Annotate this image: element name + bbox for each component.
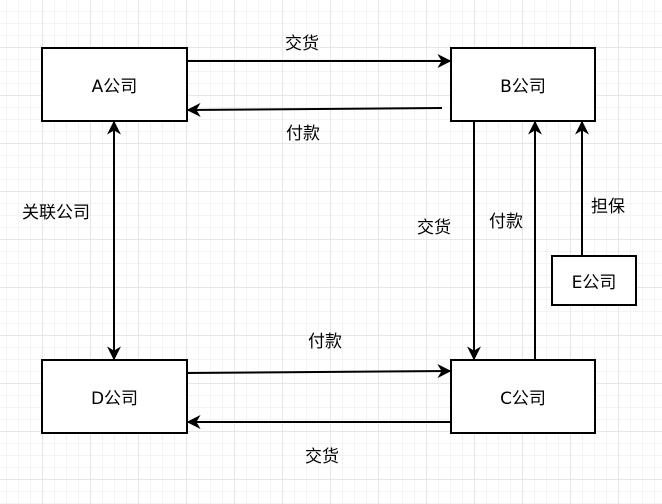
edge-label-c-to-b: 付款 <box>489 212 523 232</box>
node-a-label: A公司 <box>91 77 138 97</box>
edge-label-b-to-a: 付款 <box>286 124 320 144</box>
edge-label-d-to-c: 付款 <box>308 332 342 352</box>
edge-label-e-to-b: 担保 <box>591 197 625 217</box>
edge-label-a-d: 关联公司 <box>22 203 90 223</box>
edge-label-c-to-d: 交货 <box>305 447 339 467</box>
node-d-company[interactable]: D公司 <box>41 359 188 434</box>
node-c-label: C公司 <box>500 389 546 409</box>
node-b-company[interactable]: B公司 <box>450 47 596 122</box>
node-e-label: E公司 <box>571 273 617 293</box>
node-e-company[interactable]: E公司 <box>551 255 637 306</box>
node-b-label: B公司 <box>500 77 546 97</box>
node-d-label: D公司 <box>90 389 139 409</box>
edge-d-to-c[interactable] <box>186 364 452 379</box>
edge-label-a-to-b: 交货 <box>285 34 319 54</box>
edge-b-to-a[interactable] <box>186 102 443 117</box>
edge-label-b-to-c: 交货 <box>417 218 451 238</box>
node-a-company[interactable]: A公司 <box>41 47 188 122</box>
node-c-company[interactable]: C公司 <box>450 359 596 434</box>
